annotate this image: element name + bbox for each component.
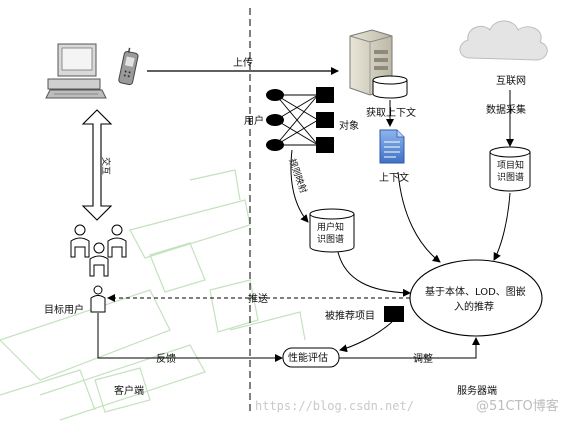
context-label: 上下文: [379, 171, 409, 184]
context-to-recommend-arrow: [397, 171, 441, 263]
mobile-phone-icon: [118, 47, 139, 86]
data-collection-label: 数据采集: [486, 103, 526, 116]
rule-mapping-label: 规则映射: [286, 157, 310, 195]
item-kg-to-recommend-arrow: [493, 192, 511, 261]
recommendation-label-line1: 基于本体、LOD、图嵌: [425, 285, 526, 298]
feedback-line: [97, 313, 283, 362]
item-kg-database-icon: [489, 146, 531, 192]
target-user-label: 目标用户: [44, 303, 84, 316]
push-label: 推送: [248, 292, 268, 305]
user-node-label: 用户: [244, 114, 264, 127]
get-context-label: 获取上下文: [366, 106, 416, 119]
blog-tag-watermark: @51CTO博客: [476, 398, 559, 414]
internet-cloud-icon: [459, 20, 548, 61]
client-side-label: 客户端: [114, 384, 144, 397]
user-kg-label-line1: 用户知: [317, 221, 344, 233]
interaction-label: 交互: [100, 157, 112, 175]
item-kg-label-line1: 项目知: [497, 159, 524, 171]
interaction-double-arrow: [81, 109, 113, 221]
item-to-evaluation-arrow: [339, 321, 393, 353]
internet-label: 互联网: [496, 75, 526, 87]
upload-label: 上传: [233, 57, 253, 69]
recommendation-engine-node: [409, 259, 543, 337]
computer-icon: [45, 43, 107, 99]
recommended-item-label: 被推荐项目: [325, 309, 375, 322]
rule-mapping-arrow: [290, 149, 309, 223]
context-document-icon: [379, 129, 405, 164]
user-group-icon: [70, 224, 127, 277]
feedback-label: 反馈: [156, 352, 176, 365]
item-kg-label-line2: 识图谱: [497, 171, 524, 183]
adjust-line: [339, 337, 480, 359]
user-kg-label-line2: 识图谱: [317, 233, 344, 245]
user-kg-to-recommend-arrow: [337, 251, 411, 297]
recommended-item-icon: [384, 306, 404, 322]
context-database-icon: [372, 75, 408, 99]
server-side-label: 服务器端: [457, 384, 497, 397]
object-node-label: 对象: [339, 119, 359, 132]
user-object-bipartite-graph: [266, 87, 334, 153]
background-watermark-lines: [0, 169, 306, 421]
target-user-icon: [90, 285, 106, 313]
user-kg-database-icon: [309, 208, 355, 253]
adjust-label: 调整: [413, 352, 433, 365]
blog-url-watermark: https://blog.csdn.net/: [255, 399, 414, 413]
recommendation-label-line2: 入的推荐: [454, 300, 494, 313]
performance-evaluation-label: 性能评估: [288, 351, 328, 364]
